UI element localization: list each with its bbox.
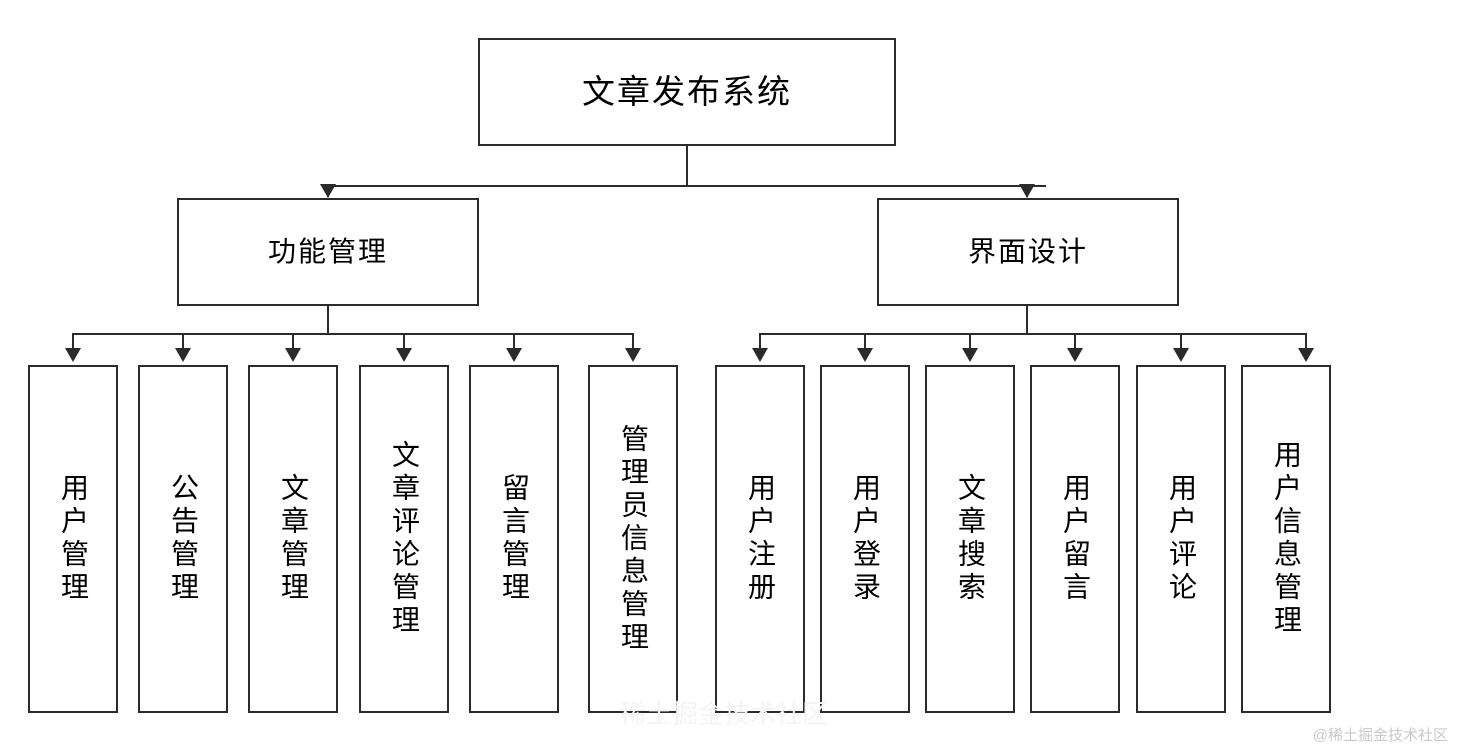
arrowhead-branch-1: [1019, 184, 1035, 198]
connector-root-bus: [327, 185, 1046, 187]
node-leaf-user-message[interactable]: 用户留言: [1030, 365, 1120, 713]
node-leaf-admin-info-management[interactable]: 管理员信息管理: [588, 365, 678, 713]
node-branch-function-management[interactable]: 功能管理: [177, 198, 479, 306]
node-leaf-article-search[interactable]: 文章搜索: [925, 365, 1015, 713]
connector-branch-0-drop-5: [632, 333, 634, 349]
connector-branch-1-drop-0: [759, 333, 761, 349]
node-leaf-right-5-label: 用户信息管理: [1271, 440, 1302, 638]
node-leaf-announcement-management[interactable]: 公告管理: [138, 365, 228, 713]
connector-branch-1-drop-5: [1305, 333, 1307, 349]
arrowhead-branch-0: [320, 184, 336, 198]
arrowhead-leaf-right-5: [1298, 348, 1314, 362]
node-leaf-left-3-label: 文章评论管理: [389, 440, 420, 638]
connector-branch-0-drop-2: [292, 333, 294, 349]
node-leaf-right-4-label: 用户评论: [1166, 473, 1197, 605]
connector-branch-1-bus: [759, 333, 1306, 335]
connector-branch-0-stem: [327, 306, 329, 334]
arrowhead-leaf-left-5: [625, 348, 641, 362]
connector-branch-1-drop-4: [1180, 333, 1182, 349]
watermark-corner: @稀土掘金技术社区: [1312, 727, 1448, 744]
arrowhead-leaf-right-0: [752, 348, 768, 362]
node-branch-0-label: 功能管理: [267, 236, 388, 268]
arrowhead-leaf-left-0: [65, 348, 81, 362]
node-leaf-user-info-management[interactable]: 用户信息管理: [1241, 365, 1331, 713]
node-leaf-user-comment[interactable]: 用户评论: [1136, 365, 1226, 713]
node-leaf-message-management[interactable]: 留言管理: [469, 365, 559, 713]
node-leaf-left-5-label: 管理员信息管理: [618, 423, 649, 655]
node-leaf-user-registration[interactable]: 用户注册: [715, 365, 805, 713]
connector-branch-1-drop-2: [969, 333, 971, 349]
watermark-center: 稀土掘金技术社区: [620, 699, 829, 729]
node-leaf-right-1-label: 用户登录: [850, 473, 881, 605]
arrowhead-leaf-right-4: [1173, 348, 1189, 362]
node-leaf-left-1-label: 公告管理: [168, 473, 199, 605]
connector-branch-0-drop-0: [72, 333, 74, 349]
node-leaf-article-comment-management[interactable]: 文章评论管理: [359, 365, 449, 713]
node-branch-1-label: 界面设计: [967, 236, 1088, 268]
node-root-article-publishing-system[interactable]: 文章发布系统: [478, 38, 896, 146]
node-leaf-left-0-label: 用户管理: [58, 473, 89, 605]
arrowhead-leaf-left-4: [506, 348, 522, 362]
node-leaf-user-management[interactable]: 用户管理: [28, 365, 118, 713]
node-leaf-user-login[interactable]: 用户登录: [820, 365, 910, 713]
connector-branch-1-drop-3: [1074, 333, 1076, 349]
arrowhead-leaf-left-1: [175, 348, 191, 362]
arrowhead-leaf-left-3: [396, 348, 412, 362]
node-leaf-right-0-label: 用户注册: [745, 473, 776, 605]
connector-root-stem: [686, 146, 688, 186]
connector-branch-0-drop-1: [182, 333, 184, 349]
connector-branch-0-drop-3: [403, 333, 405, 349]
arrowhead-leaf-left-2: [285, 348, 301, 362]
node-branch-interface-design[interactable]: 界面设计: [877, 198, 1179, 306]
connector-branch-1-stem: [1026, 306, 1028, 334]
connector-branch-0-bus: [72, 333, 634, 335]
node-root-label: 文章发布系统: [582, 72, 792, 110]
arrowhead-leaf-right-3: [1067, 348, 1083, 362]
node-leaf-article-management[interactable]: 文章管理: [248, 365, 338, 713]
arrowhead-leaf-right-1: [857, 348, 873, 362]
node-leaf-right-2-label: 文章搜索: [955, 473, 986, 605]
node-leaf-left-2-label: 文章管理: [278, 473, 309, 605]
node-leaf-right-3-label: 用户留言: [1060, 473, 1091, 605]
node-leaf-left-4-label: 留言管理: [499, 473, 530, 605]
connector-branch-1-drop-1: [864, 333, 866, 349]
connector-branch-0-drop-4: [513, 333, 515, 349]
arrowhead-leaf-right-2: [962, 348, 978, 362]
